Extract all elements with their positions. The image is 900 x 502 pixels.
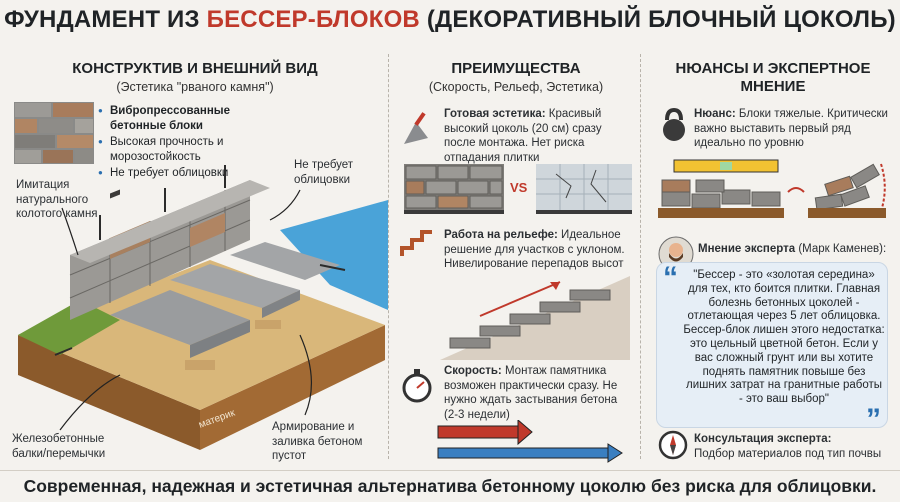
expert-quote-box: “ "Бессер - это «золотая середина» для т… — [656, 261, 888, 435]
consultation-block: Консультация эксперта: Подбор материалов… — [694, 432, 894, 461]
pad — [255, 320, 281, 329]
stone-sample-icon — [14, 102, 94, 164]
advantage-speed-title: Скорость: — [444, 365, 502, 377]
label-beams: Железобетонные балки/перемычки — [12, 433, 106, 460]
label-no-cladding: Не требует облицовки — [294, 159, 354, 186]
open-quote-icon: “ — [663, 261, 678, 294]
beam-side — [190, 320, 250, 358]
advantage-relief-title: Работа на рельефе: — [444, 229, 558, 241]
bessr-wall-illustration — [404, 164, 504, 214]
expert-title: Мнение эксперта — [698, 243, 796, 255]
leader-line — [269, 189, 301, 221]
cracked-tile-illustration — [536, 164, 632, 214]
pad — [185, 360, 215, 370]
foundation-illustration: материк — [18, 165, 388, 450]
nuance-title: Нюанс: — [694, 108, 736, 120]
beam — [110, 290, 250, 345]
expert-heading: Мнение эксперта (Марк Каменев): — [698, 242, 894, 257]
label-reinforcement: Армирование и заливка бетоном пустот — [272, 421, 363, 462]
footer-tagline: Современная, надежная и эстетичная альте… — [0, 470, 900, 502]
title-part3: (ДЕКОРАТИВНЫЙ БЛОЧНЫЙ ЦОКОЛЬ) — [419, 6, 896, 33]
advantage-aesthetics-text: Красивый высокий цоколь (20 см) сразу по… — [444, 108, 602, 164]
bullet-item: Вибропрессованные бетонные блоки — [98, 104, 238, 133]
page-title: ФУНДАМЕНТ ИЗ БЕССЕР-БЛОКОВ (ДЕКОРАТИВНЫЙ… — [0, 6, 900, 34]
vs-label: VS — [510, 180, 528, 195]
speed-arrows — [437, 420, 623, 463]
advantage-relief: Работа на рельефе: Идеальное решение для… — [444, 228, 634, 272]
brown-block — [190, 213, 225, 247]
beam — [230, 242, 340, 280]
leader-line — [299, 334, 312, 416]
nuance-block: Нюанс: Блоки тяжелые. Критически важно в… — [694, 107, 890, 151]
title-highlight: БЕССЕР-БЛОКОВ — [206, 6, 420, 33]
ground-side-left — [18, 335, 200, 450]
consultation-title: Консультация эксперта: — [694, 433, 832, 445]
col2-subheading: (Скорость, Рельеф, Эстетика) — [428, 80, 604, 94]
expert-name: (Марк Каменев): — [798, 243, 887, 255]
advantage-speed: Скорость: Монтаж памятника возможен прак… — [444, 364, 634, 422]
consultation-text: Подбор материалов под тип почвы — [694, 447, 882, 460]
advantage-relief-text: Идеальное решение для участков с уклоном… — [444, 229, 625, 270]
block-wall-top — [70, 180, 270, 263]
beam — [170, 264, 300, 308]
advantage-aesthetics: Готовая эстетика: Красивый высокий цокол… — [444, 107, 634, 165]
bullet-item: Высокая прочность и морозостойкость — [98, 135, 238, 164]
compass-icon — [658, 430, 688, 460]
leader-line — [59, 374, 121, 431]
expert-quote-text: "Бессер - это «золотая середина» для тех… — [683, 269, 885, 406]
col1-bullets: Вибропрессованные бетонные блоки Высокая… — [98, 104, 238, 183]
advantage-aesthetics-title: Готовая эстетика: — [444, 108, 546, 120]
grass-patch — [18, 300, 120, 355]
stopwatch-icon — [402, 369, 432, 403]
close-quote-icon: ” — [866, 403, 881, 436]
label-imitation: Имитация натурального колотого камня — [16, 179, 98, 220]
column-divider — [388, 54, 389, 459]
advantage-speed-text: Монтаж памятника возможен практически ср… — [444, 365, 618, 421]
title-part1: ФУНДАМЕНТ ИЗ — [4, 6, 207, 33]
ground-side-right — [200, 325, 385, 450]
level-illustration — [658, 159, 886, 218]
stairs-icon — [400, 230, 432, 256]
water-area — [280, 200, 388, 310]
leader-line — [61, 207, 79, 256]
col1-subheading: (Эстетика "рваного камня") — [116, 80, 274, 94]
bullet-item: Не требует облицовки — [98, 166, 238, 181]
col3-heading: НЮАНСЫ И ЭКСПЕРТНОЕ МНЕНИЕ — [675, 60, 871, 95]
trowel-icon — [404, 112, 428, 144]
nuance-text: Блоки тяжелые. Критически важно выставит… — [694, 108, 888, 149]
column-divider — [640, 54, 641, 459]
beam-side — [262, 290, 300, 318]
kettlebell-icon — [663, 108, 685, 141]
slope-stairs-illustration — [440, 276, 630, 360]
col1-heading: КОНСТРУКТИВ И ВНЕШНИЙ ВИД — [72, 60, 318, 77]
col2-heading: ПРЕИМУЩЕСТВА — [451, 60, 581, 77]
